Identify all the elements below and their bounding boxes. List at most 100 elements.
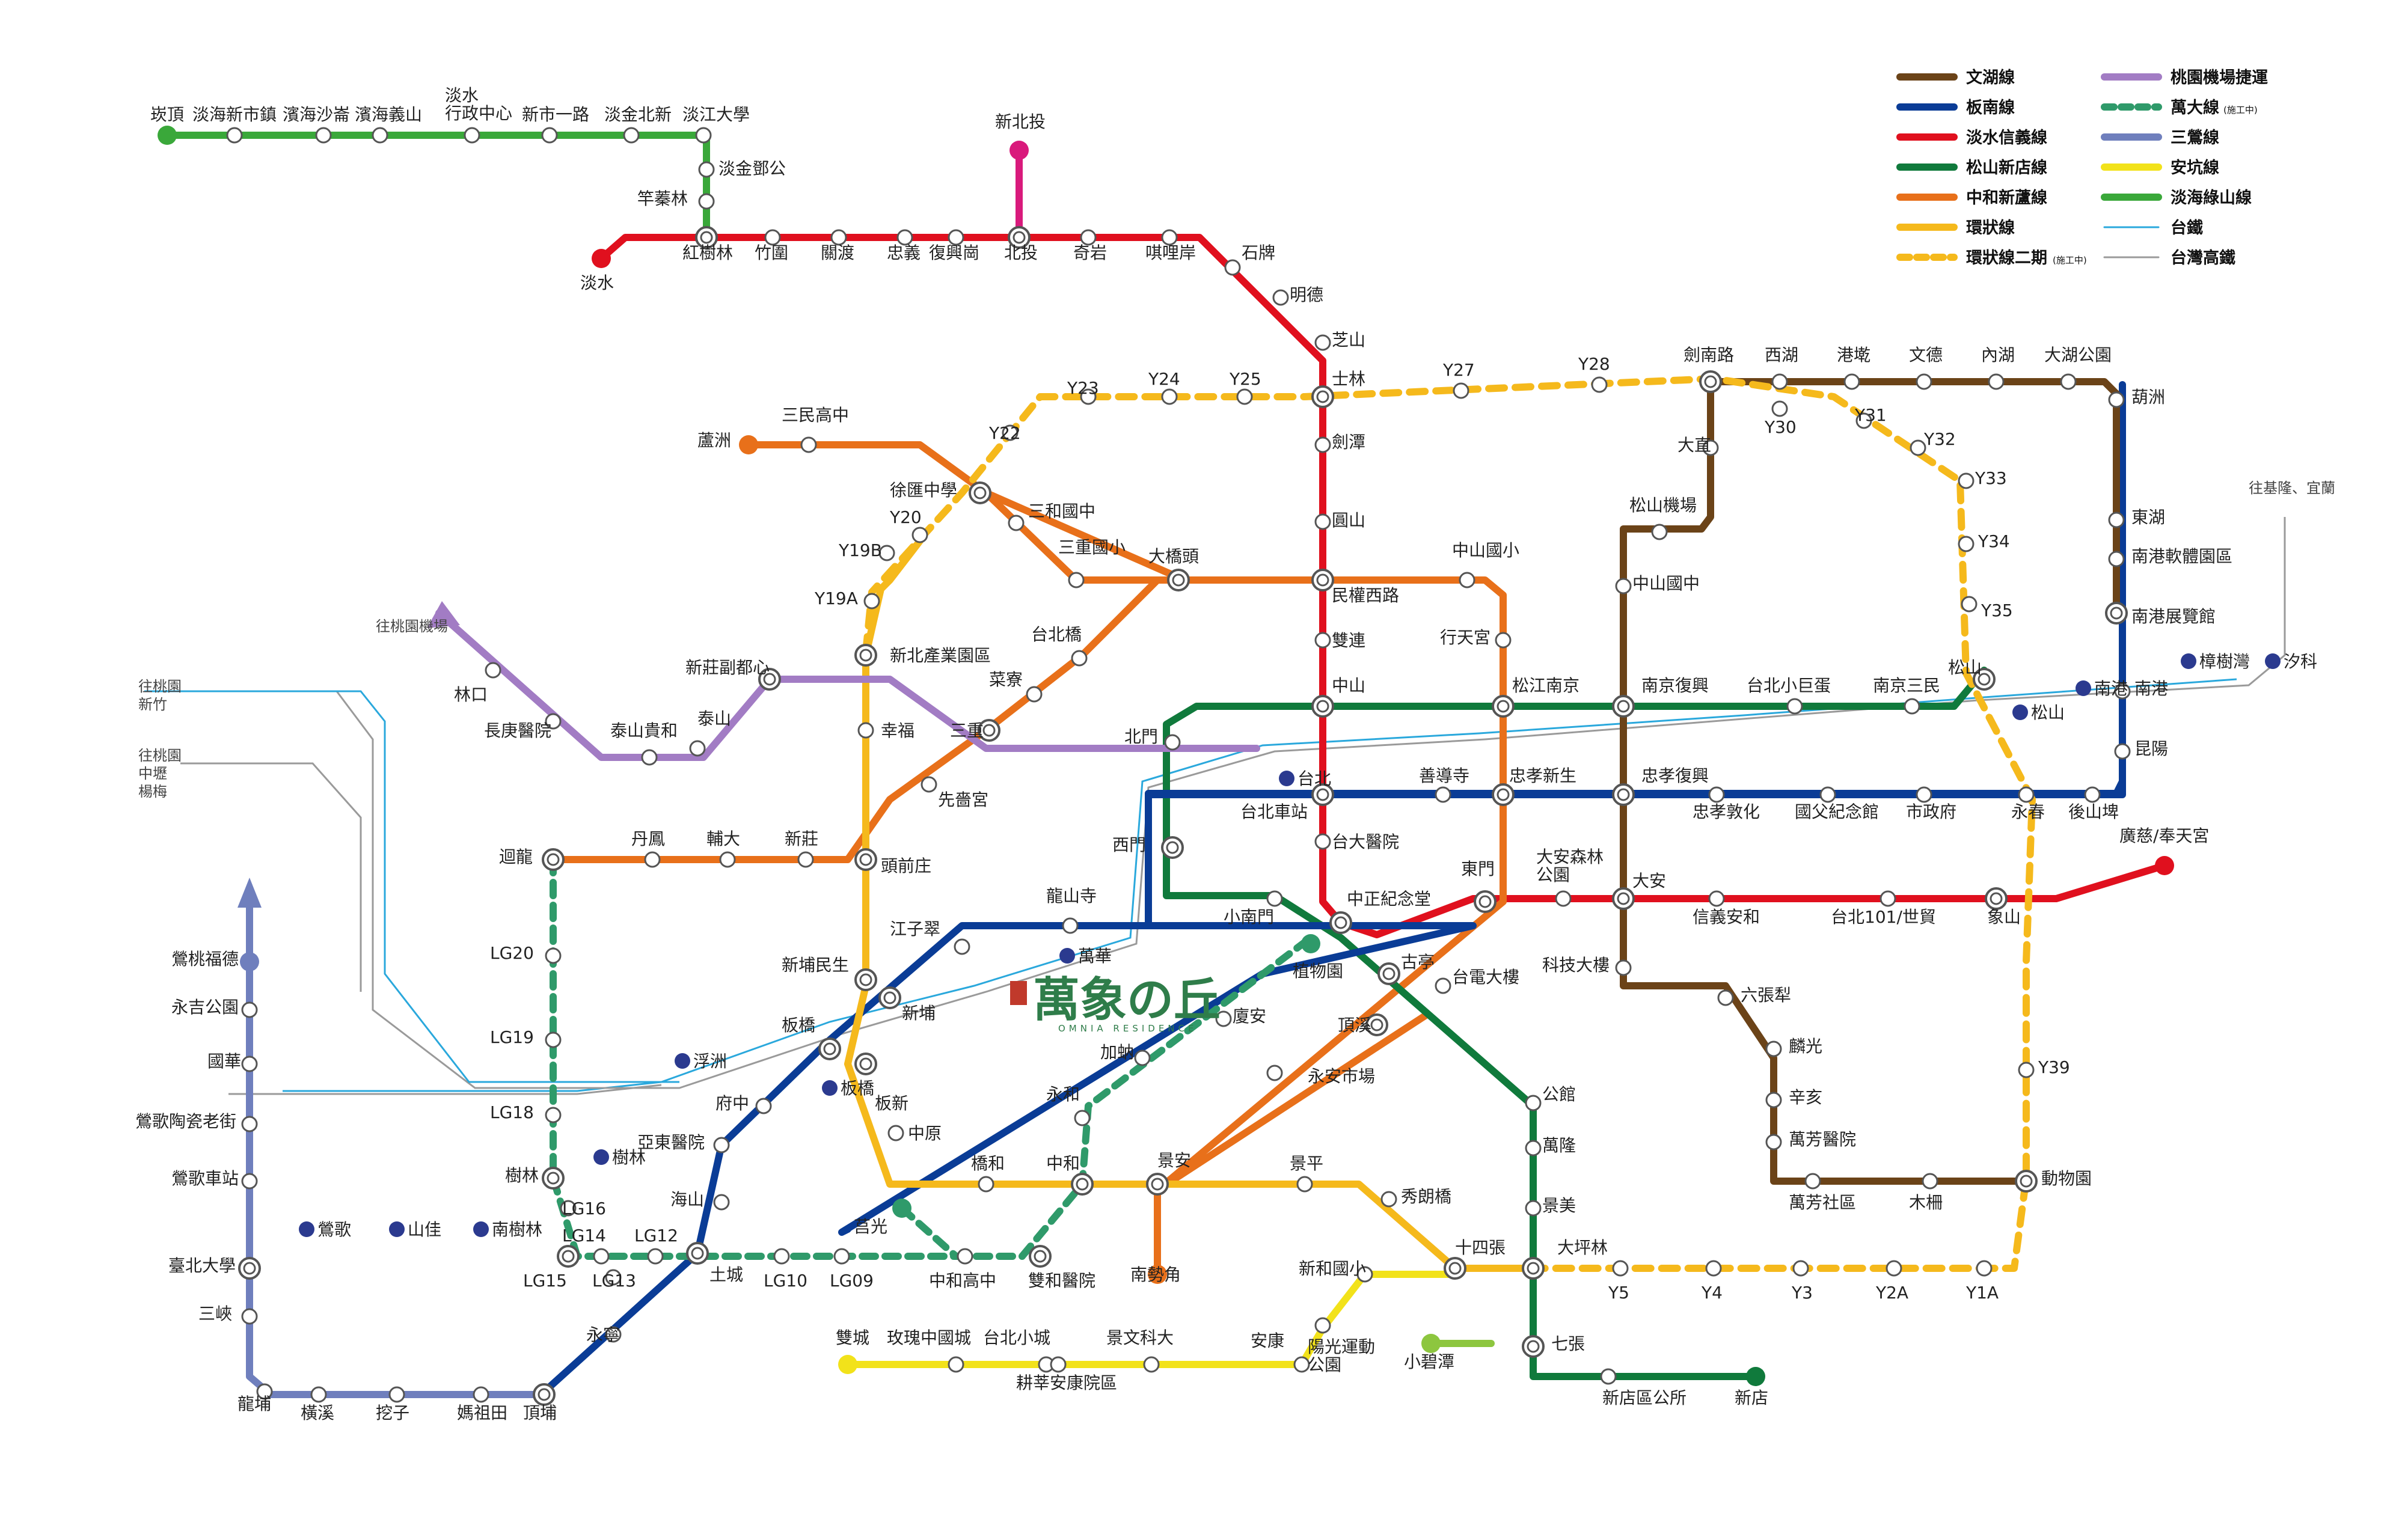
station-label: 莒光 xyxy=(854,1217,887,1236)
station-marker xyxy=(797,851,814,868)
rail-station-icon xyxy=(473,1221,489,1237)
station-label: 泰山 xyxy=(697,709,731,729)
station-marker-ring xyxy=(547,853,560,866)
station-label: 明德 xyxy=(1290,285,1323,305)
station-marker xyxy=(1880,890,1896,907)
legend-label: 中和新蘆線 xyxy=(1966,188,2047,207)
station-label: 新北產業園區 xyxy=(890,646,991,665)
legend-label: 板南線 xyxy=(1966,98,2015,117)
station-marker xyxy=(1708,890,1725,907)
station-marker xyxy=(1702,439,1719,456)
station-label: 唭哩岸 xyxy=(1145,243,1196,263)
rail-station-label: 板橋 xyxy=(841,1078,874,1098)
station-marker xyxy=(1224,259,1241,276)
station-label: 迴龍 xyxy=(499,847,533,867)
station-marker xyxy=(256,1383,273,1400)
station-marker xyxy=(1161,388,1178,405)
station-marker xyxy=(1071,1173,1094,1196)
wanda-branch xyxy=(898,1205,960,1260)
station-marker-ring xyxy=(700,231,713,244)
station-label: 景平 xyxy=(1290,1153,1323,1173)
station-label: 台電大樓 xyxy=(1452,967,1519,987)
station-label: 南港展覽館 xyxy=(2131,607,2216,626)
station-marker xyxy=(1311,783,1334,806)
station-label: 濱海義山 xyxy=(355,105,422,124)
station-marker xyxy=(1525,1140,1542,1157)
station-marker xyxy=(1612,783,1635,806)
station-label: 崁頂 xyxy=(150,105,184,124)
direction-note: 楊梅 xyxy=(138,783,167,800)
terminus-dot xyxy=(2155,856,2174,875)
station-marker-ring xyxy=(1013,231,1026,244)
station-label: 公館 xyxy=(1542,1084,1576,1104)
station-label: 台北101/世貿 xyxy=(1831,907,1936,927)
station-marker xyxy=(1071,650,1088,667)
station-marker xyxy=(542,848,565,871)
station-marker xyxy=(241,1116,258,1132)
rail-station-label: 鶯歌 xyxy=(317,1220,351,1239)
sanying-line xyxy=(246,886,548,1398)
station-label: 圓山 xyxy=(1332,510,1365,530)
station-label: 芝山 xyxy=(1332,330,1365,350)
station-marker-ring xyxy=(1034,1250,1047,1263)
station-label: Y20 xyxy=(889,507,922,527)
rail-station-label: 樹林 xyxy=(612,1147,646,1167)
station-marker-ring xyxy=(1316,390,1329,403)
station-marker-ring xyxy=(547,1172,560,1185)
station-marker xyxy=(1167,569,1190,591)
station-marker xyxy=(1134,1050,1151,1066)
station-marker xyxy=(1612,887,1635,910)
station-label: 幸福 xyxy=(881,721,915,741)
station-marker xyxy=(1522,1335,1545,1358)
zhonghe-xinzhuang-branch xyxy=(550,576,1161,863)
station-label: 蘆洲 xyxy=(697,430,731,450)
station-label: 玫瑰中國城 xyxy=(887,1328,971,1348)
station-label: 淡金北新 xyxy=(604,105,672,124)
station-marker xyxy=(1771,373,1788,390)
station-marker xyxy=(713,1194,730,1211)
station-label: 龍山寺 xyxy=(1046,886,1097,906)
station-marker xyxy=(978,1176,994,1193)
legend-label: 台鐵 xyxy=(2171,218,2203,237)
station-label: 景文科大 xyxy=(1106,1328,1174,1348)
station-label: Y1A xyxy=(1965,1283,1999,1303)
station-label: 忠義 xyxy=(887,243,921,263)
station-marker xyxy=(1910,439,1926,456)
station-marker-ring xyxy=(1172,573,1185,587)
station-marker xyxy=(1314,436,1331,453)
station-label: 松山 xyxy=(1948,658,1982,677)
station-marker xyxy=(241,1173,258,1190)
station-marker xyxy=(1958,472,1975,489)
station-marker xyxy=(605,1326,622,1343)
station-marker xyxy=(1916,373,1932,390)
station-label: 西湖 xyxy=(1765,345,1798,365)
station-marker xyxy=(1843,373,1860,390)
rail-station-label: 汐科 xyxy=(2284,652,2317,671)
station-marker xyxy=(372,127,388,144)
station-label: 行政中心 xyxy=(445,103,512,123)
legend-label: 松山新店線 xyxy=(1966,158,2047,177)
station-label: 古亭 xyxy=(1401,952,1435,972)
station-label: 木柵 xyxy=(1909,1193,1943,1212)
station-marker xyxy=(948,1356,964,1373)
station-label: 三和國中 xyxy=(1028,501,1095,521)
station-label: 萬芳社區 xyxy=(1789,1193,1856,1212)
station-label: 後山埤 xyxy=(2068,802,2119,822)
legend-label: 三鶯線 xyxy=(2171,128,2219,147)
station-marker xyxy=(863,593,880,610)
station-label: Y28 xyxy=(1578,354,1610,374)
station-label: 鶯桃福德 xyxy=(171,949,239,969)
station-marker xyxy=(1522,1257,1545,1280)
station-marker xyxy=(1705,1260,1722,1277)
station-label: 竿蓁林 xyxy=(637,189,688,209)
station-label: 中山 xyxy=(1332,676,1365,695)
station-label: 七張 xyxy=(1551,1334,1585,1354)
station-label: 大安森林 xyxy=(1536,847,1604,867)
station-label: 廣慈/奉天宮 xyxy=(2119,826,2209,846)
direction-note: 往基隆、宜蘭 xyxy=(2249,480,2335,497)
logo-seal xyxy=(1010,981,1027,1005)
station-marker-ring xyxy=(562,1250,575,1263)
station-label: 石牌 xyxy=(1242,243,1275,263)
station-marker xyxy=(887,1125,904,1141)
